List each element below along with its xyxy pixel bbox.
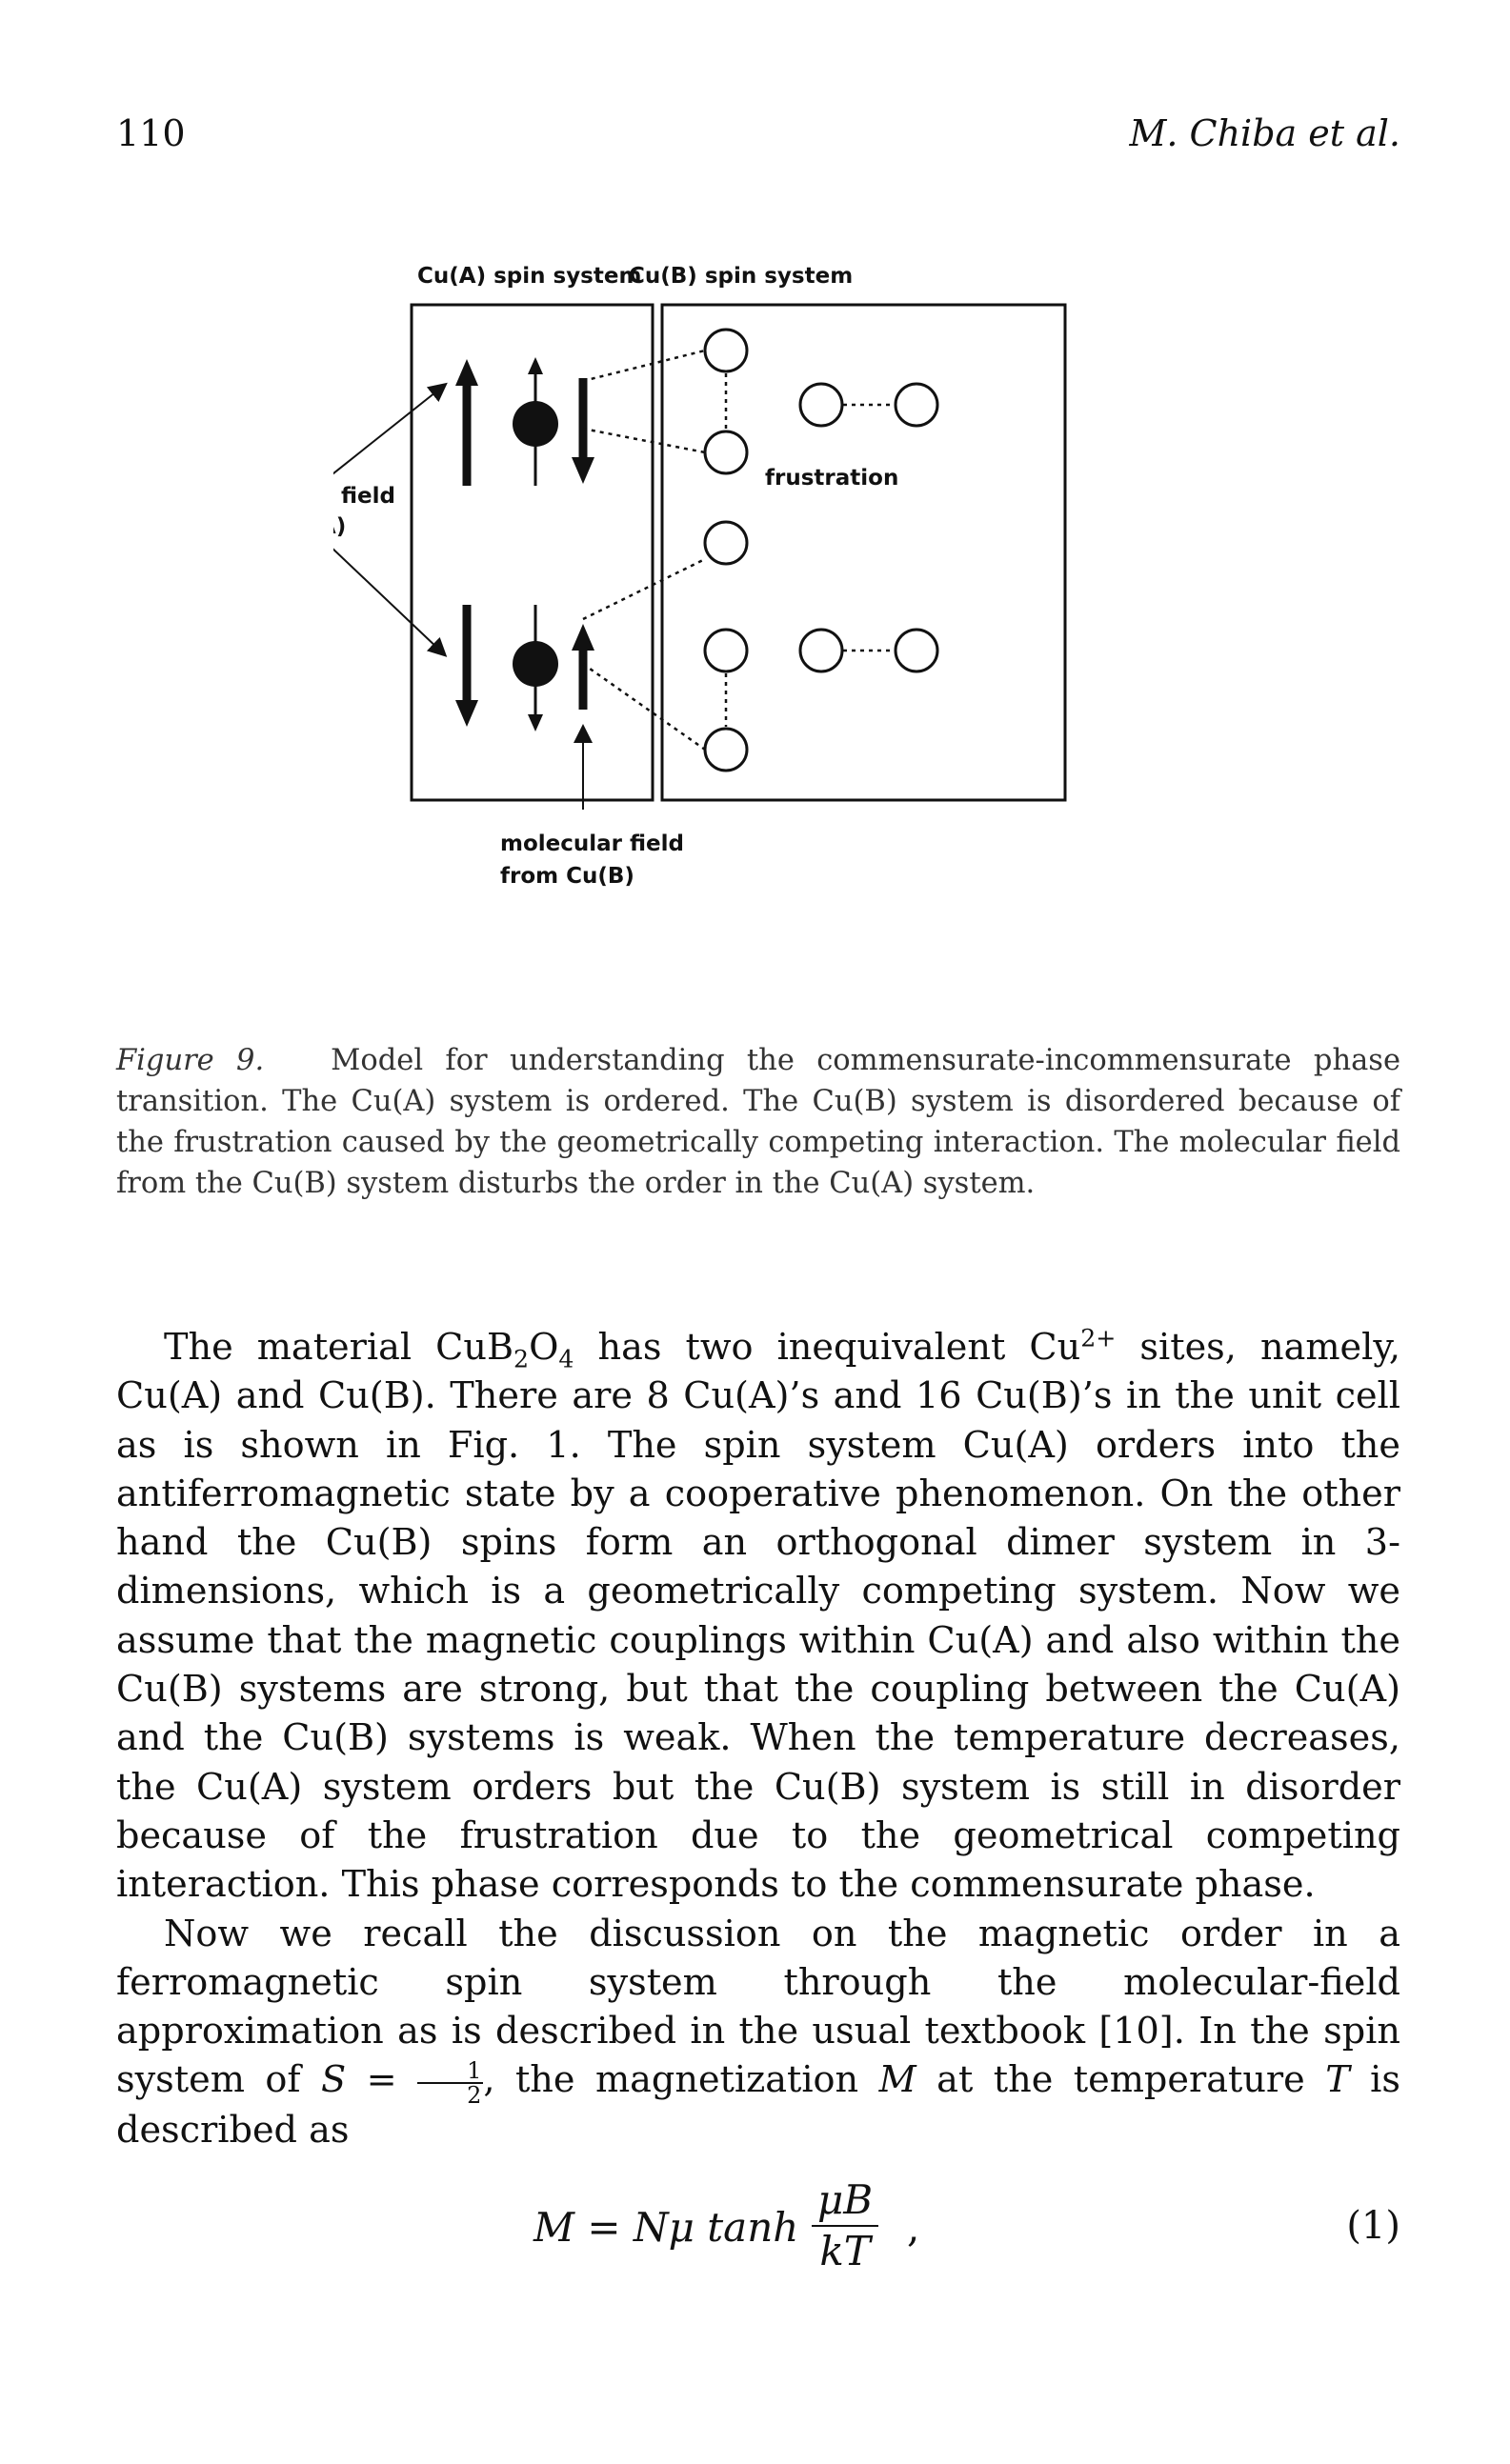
equation-1: M = Nμ tanh μB kT , xyxy=(534,2172,934,2286)
p1-text-b: O xyxy=(529,1327,559,1369)
p2-equals: = xyxy=(346,2059,418,2102)
body-text: The material CuB2O4 has two inequivalent… xyxy=(116,1324,1400,2155)
figure-9: Cu(A) spin system Cu(B) spin system xyxy=(211,252,1191,938)
running-head: M. Chiba et al. xyxy=(1129,112,1400,154)
mf-cua-pointer-upper xyxy=(323,382,448,482)
figure-caption: Figure 9. Model for understanding the co… xyxy=(116,1040,1400,1204)
p2-var-m: M xyxy=(878,2059,916,2102)
p2-text-d: is described as xyxy=(116,2059,1400,2152)
caption-text: Model for understanding the commensurate… xyxy=(116,1044,1400,1200)
page-number: 110 xyxy=(116,112,186,154)
caption-label: Figure 9. xyxy=(116,1044,265,1077)
spin-arrow-up-head xyxy=(572,624,594,651)
p1-sub-2: 4 xyxy=(558,1345,574,1373)
spin-arrow-up-head xyxy=(455,359,478,386)
mf-cua-label-line2: from Cu(A) xyxy=(333,514,346,539)
cub-system-label: Cu(B) spin system xyxy=(629,264,853,289)
mf-cua-label-line1: molecular field xyxy=(333,484,395,509)
p2-frac-num: 1 xyxy=(417,2059,484,2084)
cua-spin-up-thin-head xyxy=(528,357,543,374)
p2-var-t: T xyxy=(1325,2059,1350,2102)
dotted-bonds xyxy=(582,349,895,751)
p2-text-a: Now we recall the discussion on the magn… xyxy=(116,1913,1400,2102)
p1-text-a: The material CuB xyxy=(164,1327,514,1369)
mf-cua-pointer-lower xyxy=(327,543,448,657)
cua-spin-down-thin-head xyxy=(528,714,543,731)
p2-text-b: , the magnetization xyxy=(483,2059,879,2102)
equation-comma: , xyxy=(907,2204,920,2251)
mf-cub-label-line2: from Cu(B) xyxy=(500,864,634,889)
spin-model-diagram: Cu(A) spin system Cu(B) spin system xyxy=(211,264,1067,889)
p2-var-s: S xyxy=(320,2059,347,2102)
cua-system-label: Cu(A) spin system xyxy=(417,264,641,289)
p1-sup: 2+ xyxy=(1080,1324,1117,1352)
equation-fraction: μB kT xyxy=(812,2175,879,2276)
spin-arrow-down-head xyxy=(455,700,478,727)
p2-text-c: at the temperature xyxy=(916,2059,1326,2102)
p2-frac-den: 2 xyxy=(467,2081,482,2109)
page-header: 110 M. Chiba et al. xyxy=(116,112,1400,160)
spin-arrow-down-head xyxy=(572,457,594,484)
equation-denominator: kT xyxy=(819,2228,871,2274)
cua-box xyxy=(410,303,654,802)
p1-sub-1: 2 xyxy=(513,1345,530,1373)
mf-cub-label-line1: molecular field xyxy=(500,831,684,856)
equation-lhs: M = Nμ tanh xyxy=(534,2204,799,2251)
equation-numerator: μB xyxy=(812,2175,879,2227)
paragraph-1: The material CuB2O4 has two inequivalent… xyxy=(116,1324,1400,1911)
cub-atoms xyxy=(703,328,939,772)
frustration-label: frustration xyxy=(765,466,898,491)
p1-text-c: has two inequivalent Cu xyxy=(574,1327,1081,1369)
cub-box xyxy=(660,303,1067,802)
paragraph-2: Now we recall the discussion on the magn… xyxy=(116,1911,1400,2156)
equation-number: (1) xyxy=(1346,2204,1400,2248)
p1-text-d: sites, namely, Cu(A) and Cu(B). There ar… xyxy=(116,1327,1400,1907)
